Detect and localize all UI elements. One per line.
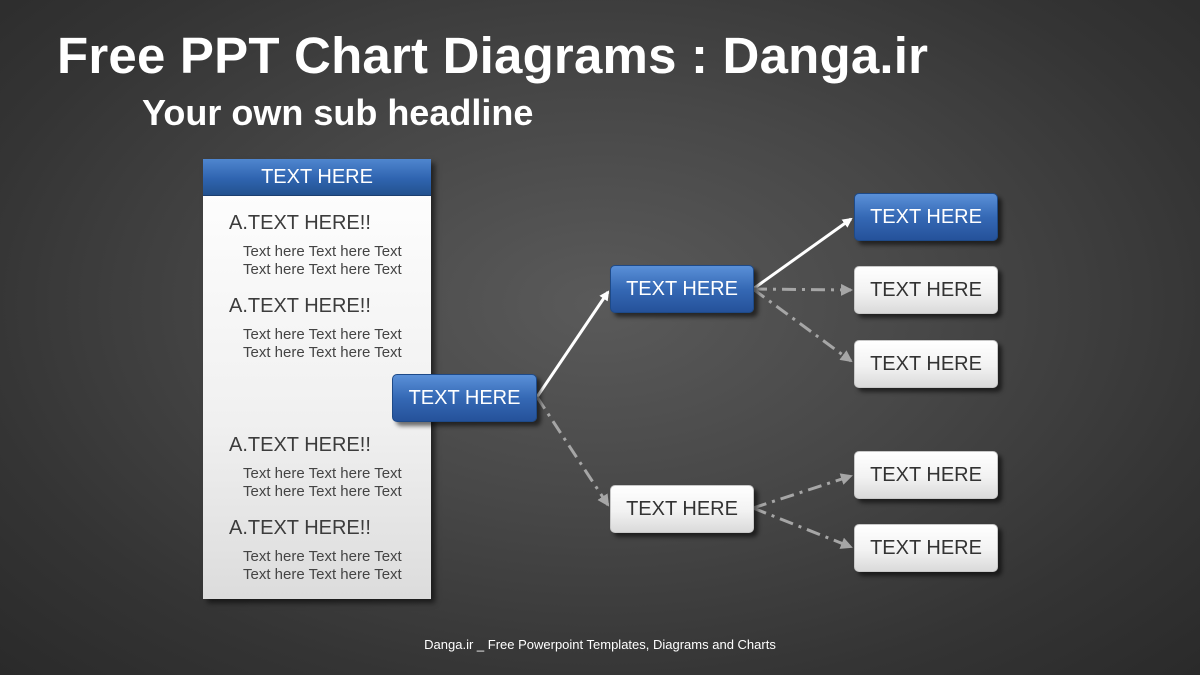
- panel-section-line: Text here Text here Text: [243, 566, 402, 583]
- panel-section-heading: A.TEXT HERE!!: [229, 295, 371, 317]
- branch-node-lower: TEXT HERE: [610, 485, 754, 533]
- leaf-node-4: TEXT HERE: [854, 451, 998, 499]
- panel-section-heading: A.TEXT HERE!!: [229, 212, 371, 234]
- leaf-node-2: TEXT HERE: [854, 266, 998, 314]
- arrow-upper-to-leaf-1: [752, 217, 853, 291]
- footer-text: Danga.ir _ Free Powerpoint Templates, Di…: [424, 637, 776, 652]
- page-title: Free PPT Chart Diagrams : Danga.ir: [57, 27, 929, 84]
- panel-section-line: Text here Text here Text: [243, 465, 402, 482]
- panel-section-line: Text here Text here Text: [243, 483, 402, 500]
- panel-section-heading: A.TEXT HERE!!: [229, 434, 371, 456]
- branch-node-upper: TEXT HERE: [610, 265, 754, 313]
- leaf-node-1: TEXT HERE: [854, 193, 998, 241]
- panel-section-line: Text here Text here Text: [243, 326, 402, 343]
- panel-section-heading: A.TEXT HERE!!: [229, 517, 371, 539]
- panel-section-line: Text here Text here Text: [243, 261, 402, 278]
- panel-section-line: Text here Text here Text: [243, 548, 402, 565]
- root-node: TEXT HERE: [392, 374, 537, 422]
- arrow-upper-to-leaf-3: [752, 287, 853, 363]
- panel-section-line: Text here Text here Text: [243, 344, 402, 361]
- arrow-root-to-lower: [535, 396, 610, 507]
- arrow-root-to-upper: [535, 290, 610, 398]
- arrow-lower-to-leaf-5: [752, 506, 853, 549]
- panel-section-line: Text here Text here Text: [243, 243, 402, 260]
- arrow-lower-to-leaf-4: [752, 473, 853, 510]
- leaf-node-5: TEXT HERE: [854, 524, 998, 572]
- arrow-upper-to-leaf-2: [752, 283, 853, 296]
- page-subtitle: Your own sub headline: [142, 92, 534, 133]
- panel-header: TEXT HERE: [203, 159, 431, 196]
- leaf-node-3: TEXT HERE: [854, 340, 998, 388]
